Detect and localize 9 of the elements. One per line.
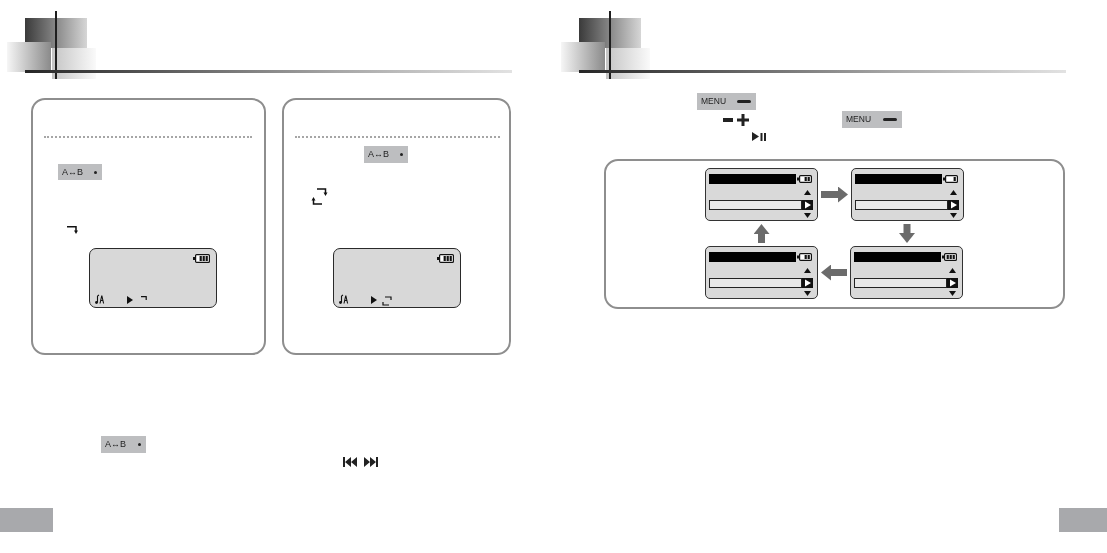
- menu-button: MENU: [697, 93, 756, 110]
- lcd-screen: [705, 246, 818, 299]
- ab-button: A↔B: [364, 146, 408, 163]
- ab-button: A↔B: [101, 436, 146, 453]
- lcd-screen: [705, 168, 818, 221]
- ab-button: A↔B: [58, 164, 102, 180]
- lcd-screen: [850, 246, 963, 299]
- menu-button: MENU: [842, 111, 902, 128]
- lcd-screen: [851, 168, 964, 221]
